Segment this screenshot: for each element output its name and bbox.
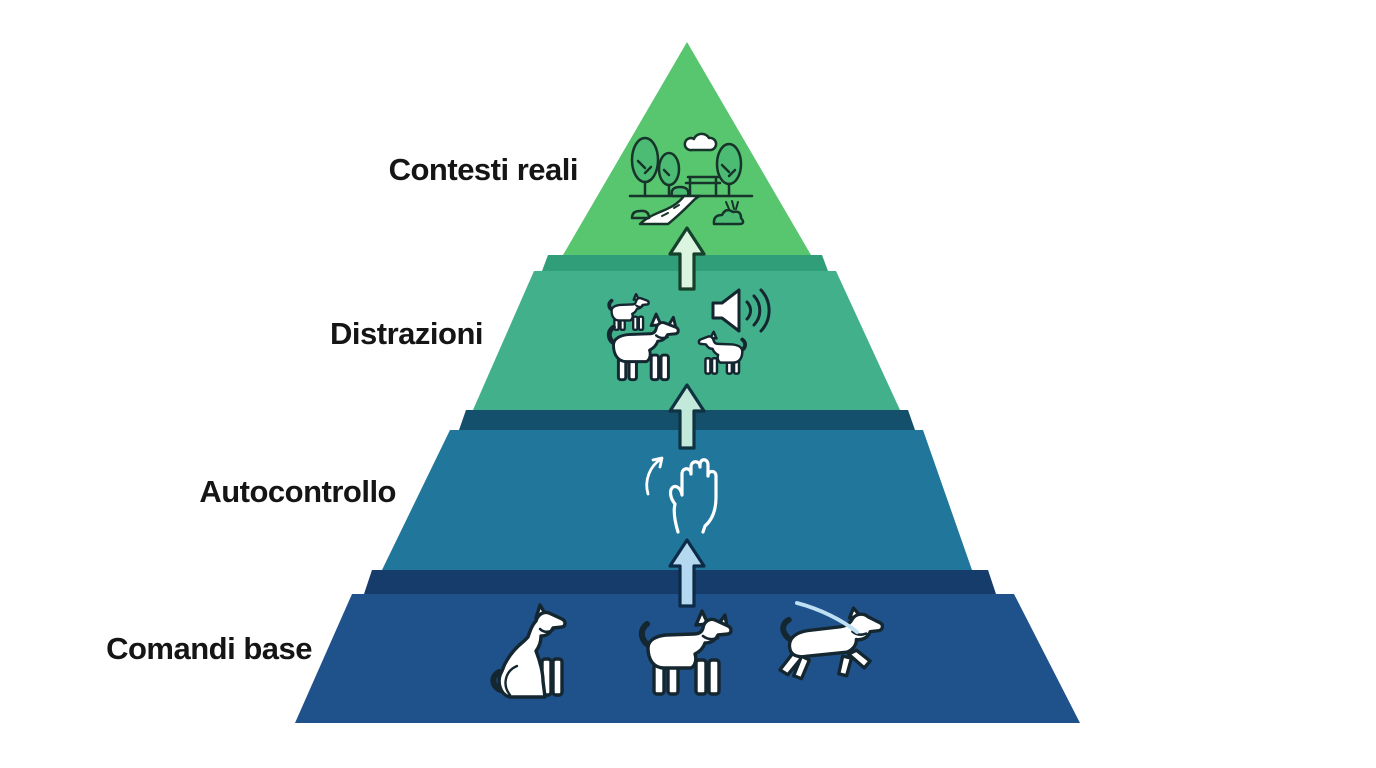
bush-icon xyxy=(712,208,745,226)
hand-gesture-group xyxy=(645,456,718,534)
pyramid-level-3-face xyxy=(382,430,972,570)
park-scene-icon xyxy=(628,132,754,226)
sitting-dog-icon xyxy=(490,603,567,699)
distraction-icons xyxy=(606,288,771,382)
bush-outline-icon xyxy=(630,209,651,220)
running-dog-icon xyxy=(778,606,885,681)
level-3-label: Autocontrollo xyxy=(199,474,396,509)
level-4-label: Comandi base xyxy=(106,631,312,666)
pyramid-level-2-face xyxy=(473,271,900,410)
large-dog-icon xyxy=(606,312,680,382)
base-command-icons xyxy=(490,601,885,699)
path-icon xyxy=(638,194,702,226)
grass-icon xyxy=(725,200,739,210)
level-1-label: Contesti reali xyxy=(388,152,579,187)
standing-dog-icon xyxy=(638,609,733,696)
tree-icon xyxy=(657,151,681,198)
tree-icon xyxy=(630,136,660,198)
up-arrow-middle xyxy=(668,383,706,450)
speaker-icon xyxy=(711,288,771,333)
cloud-icon xyxy=(683,132,718,152)
up-arrows xyxy=(668,226,706,608)
bench-icon xyxy=(684,175,722,198)
tree-icon xyxy=(715,142,743,198)
hand-stop-icon xyxy=(668,458,718,534)
path-dashes xyxy=(661,204,680,217)
small-dog-2-icon xyxy=(697,330,747,375)
up-arrow-bottom xyxy=(668,538,706,608)
leash-line xyxy=(795,601,859,634)
level-2-label: Distrazioni xyxy=(330,316,483,351)
rotate-arrow-icon xyxy=(645,456,664,496)
small-dog-icon xyxy=(607,292,650,332)
bush-icon xyxy=(670,185,690,198)
up-arrow-top xyxy=(668,226,706,291)
